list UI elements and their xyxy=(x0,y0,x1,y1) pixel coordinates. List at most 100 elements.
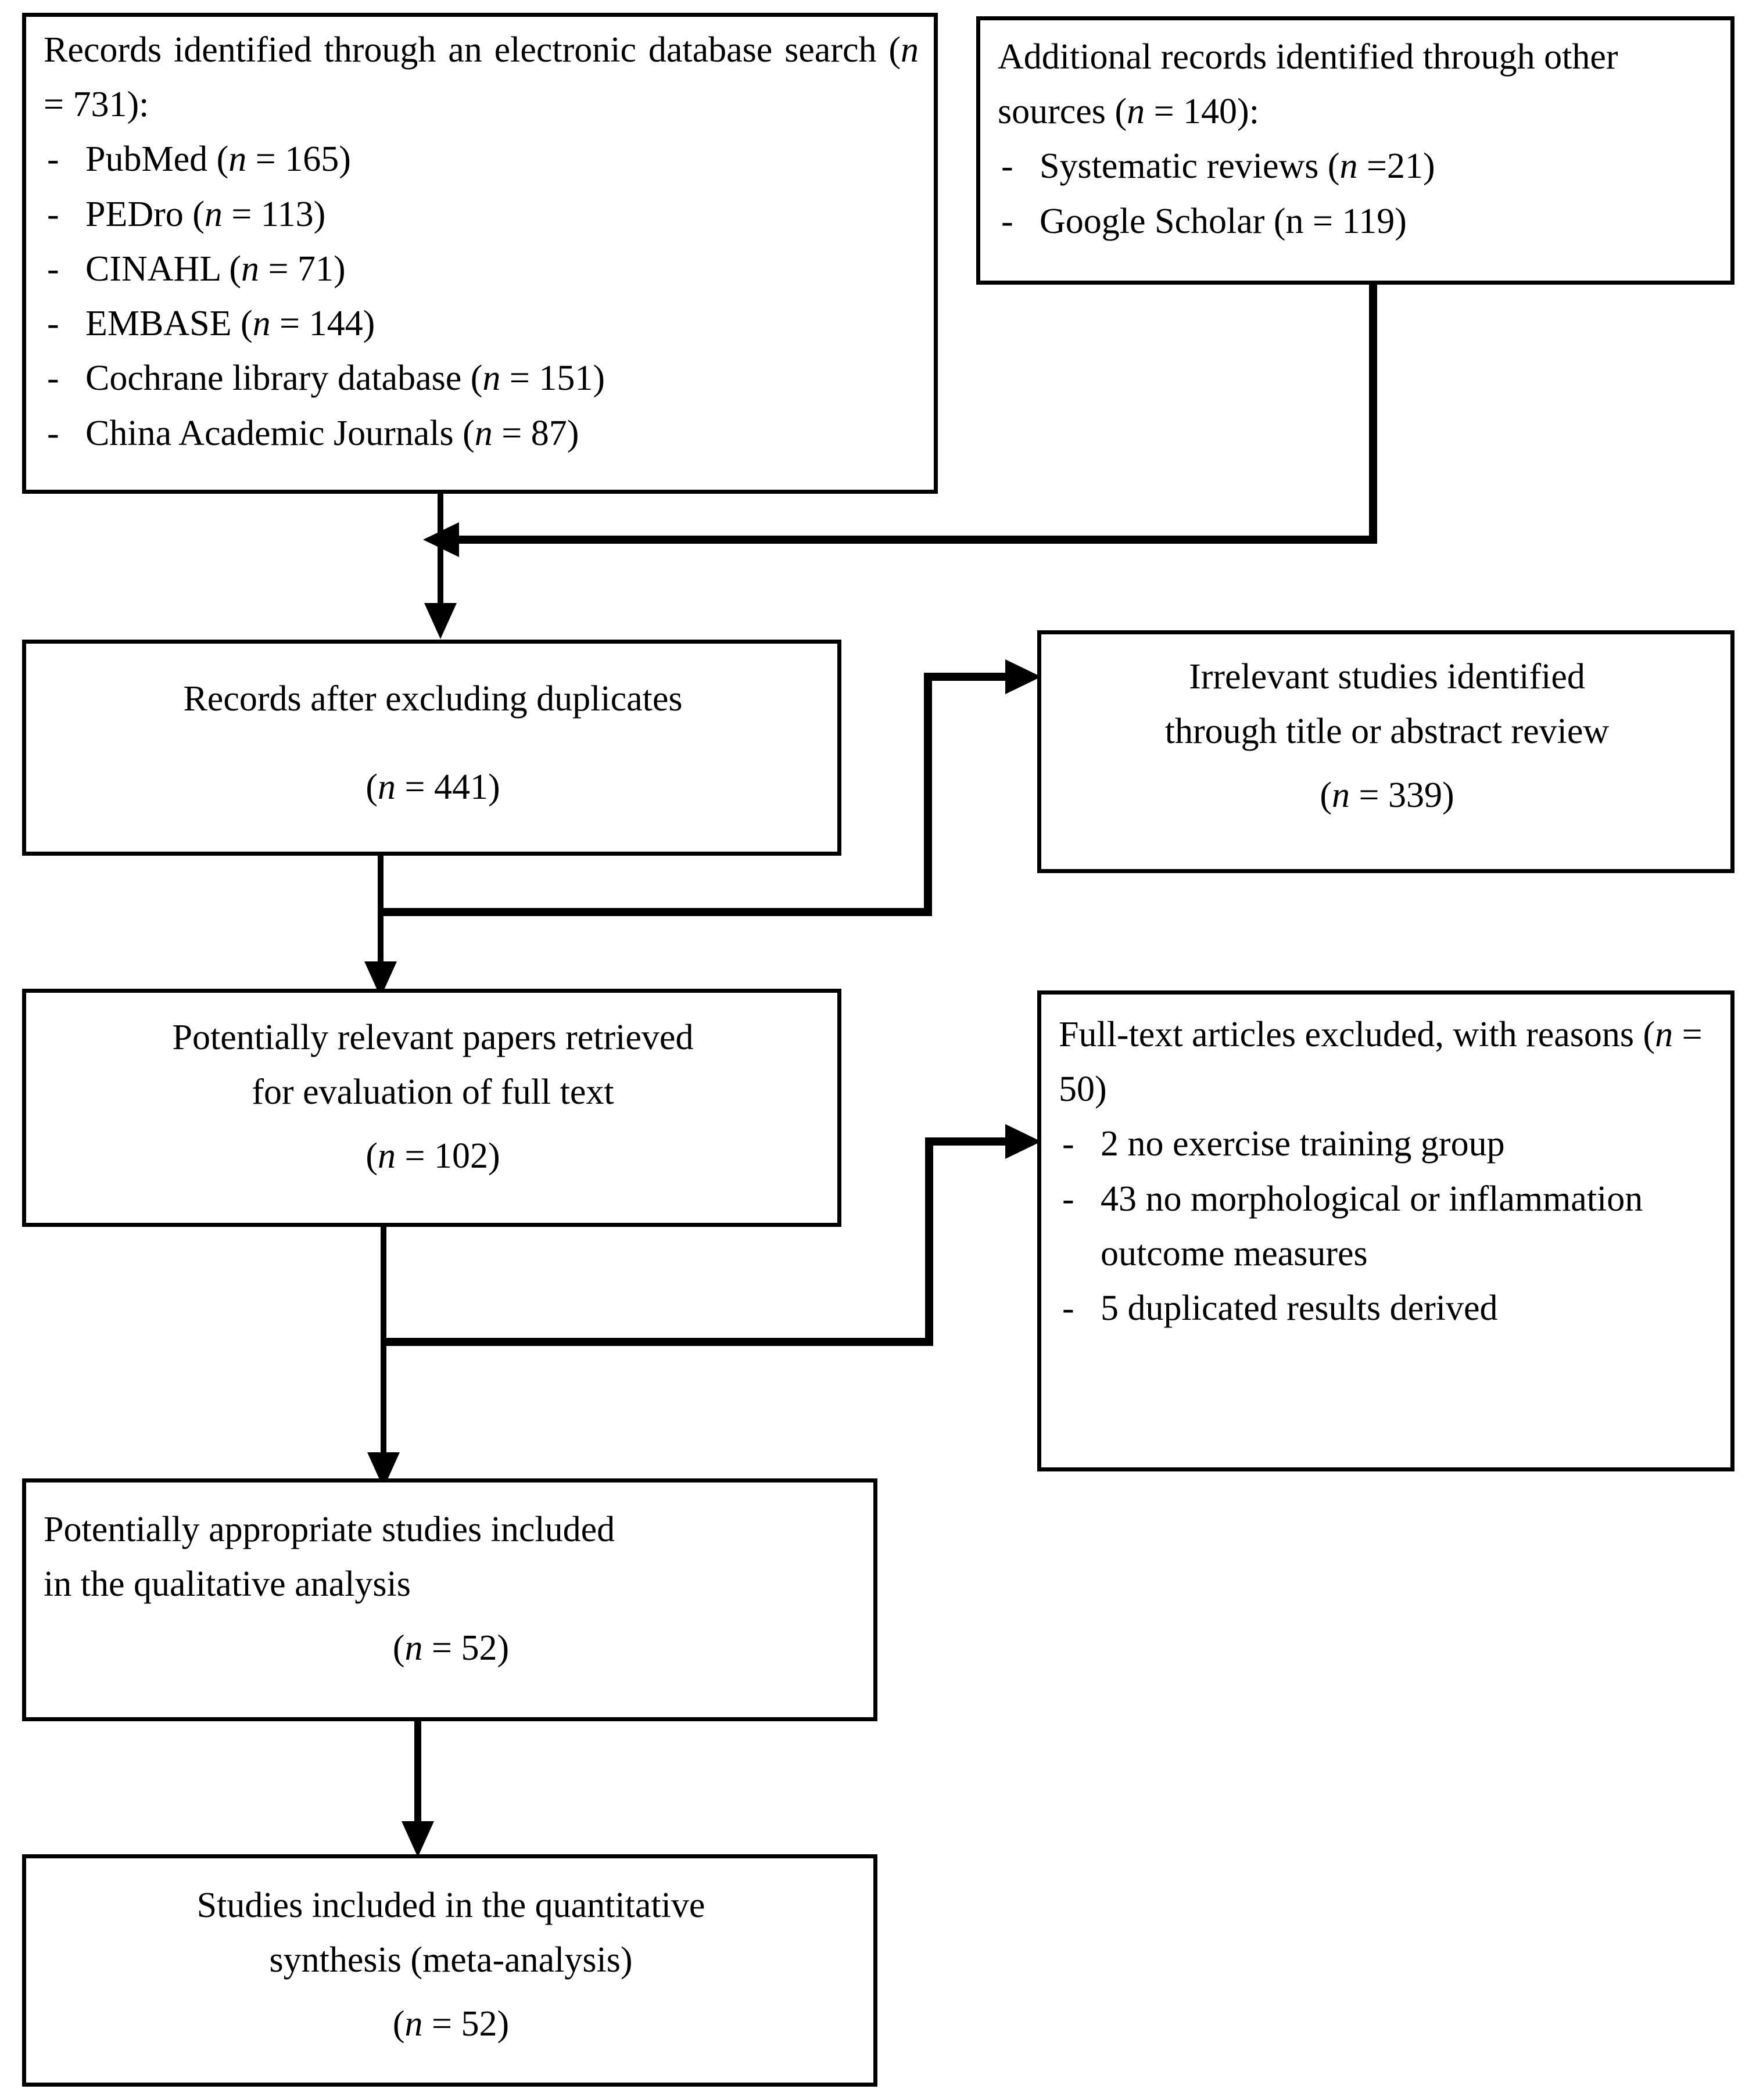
list-item-text: 2 no exercise training group xyxy=(1101,1124,1505,1164)
irrelevant-line2: through title or abstract review xyxy=(1164,712,1610,752)
list-item: -PubMed (n = 165) xyxy=(44,132,919,186)
bullet-dash-icon: - xyxy=(1001,146,1013,186)
box-full-text-excluded: Full-text articles excluded, with reason… xyxy=(1037,990,1735,1471)
list-item-pre: Google Scholar (n = 119) xyxy=(1040,201,1407,241)
arrow-right-to-excluded xyxy=(1005,1124,1041,1159)
excluded-lead-n: n xyxy=(1655,1015,1673,1054)
list-item: -Cochrane library database (n = 151) xyxy=(44,351,919,405)
bullet-dash-icon: - xyxy=(47,304,59,344)
list-item-post: = 165) xyxy=(246,139,351,180)
excluded-lead-post: = 50) xyxy=(1059,1015,1703,1110)
connector-irrelevant-horizontal-upper xyxy=(924,673,1026,681)
quantitative-count-post: = 52) xyxy=(422,2004,510,2044)
irrelevant-count-post: = 339) xyxy=(1350,776,1454,816)
full-text-retrieved-line1: Potentially relevant papers retrieved xyxy=(172,1018,694,1057)
list-item-n: n xyxy=(241,249,260,289)
list-item-post: = 144) xyxy=(270,304,375,344)
connector-electronic-search-stem xyxy=(438,494,443,606)
electronic-search-list: -PubMed (n = 165) -PEDro (n = 113) -CINA… xyxy=(44,132,919,460)
electronic-search-lead-post: = 731): xyxy=(44,85,149,125)
other-sources-lead-n: n xyxy=(1127,92,1145,132)
quantitative-line1: Studies included in the quantitative xyxy=(196,1886,705,1925)
full-text-retrieved-line2: for evaluation of full text xyxy=(252,1072,614,1112)
quantitative-line2: synthesis (meta-analysis) xyxy=(269,1940,633,1980)
list-item: -China Academic Journals (n = 87) xyxy=(44,406,919,461)
after-duplicates-count-pre: ( xyxy=(365,767,378,807)
bullet-dash-icon: - xyxy=(47,358,59,399)
list-item-pre: CINAHL ( xyxy=(85,249,242,289)
list-item-n: n xyxy=(228,139,247,180)
list-item-pre: PubMed ( xyxy=(85,139,229,180)
bullet-dash-icon: - xyxy=(1062,1124,1074,1164)
arrow-down-to-after-duplicates xyxy=(424,603,457,639)
qualitative-count-pre: ( xyxy=(392,1628,405,1668)
after-duplicates-line1: Records after excluding duplicates xyxy=(183,679,683,719)
box-quantitative-content: Studies included in the quantitative syn… xyxy=(26,1858,873,2058)
other-sources-lead: Additional records identified through ot… xyxy=(998,30,1715,139)
list-item-post: = 113) xyxy=(222,194,326,234)
connector-excluded-vertical xyxy=(925,1137,933,1346)
list-item-n: n xyxy=(474,413,493,453)
bullet-dash-icon: - xyxy=(47,413,59,453)
list-item-n: n xyxy=(482,358,501,399)
list-item: -CINAHL (n = 71) xyxy=(44,242,919,296)
connector-other-sources-horizontal xyxy=(459,536,1377,544)
bullet-dash-icon: - xyxy=(1001,201,1013,241)
list-item-post: = 87) xyxy=(492,413,579,453)
list-item-n: n xyxy=(252,304,271,344)
quantitative-count-pre: ( xyxy=(392,2004,405,2044)
box-records-other-sources: Additional records identified through ot… xyxy=(976,16,1735,285)
irrelevant-count: (n = 339) xyxy=(1059,768,1715,823)
full-text-retrieved-count-n: n xyxy=(378,1136,396,1176)
after-duplicates-count-post: = 441) xyxy=(396,767,500,807)
list-item-post: =21) xyxy=(1357,146,1435,186)
electronic-search-lead: Records identified through an electronic… xyxy=(44,23,919,132)
quantitative-count-n: n xyxy=(404,2004,423,2044)
list-item-post: = 151) xyxy=(500,358,605,399)
arrow-right-to-irrelevant xyxy=(1005,659,1041,694)
box-irrelevant-content: Irrelevant studies identified through ti… xyxy=(1041,634,1730,829)
quantitative-count: (n = 52) xyxy=(44,1997,858,2051)
qualitative-count-post: = 52) xyxy=(422,1628,510,1668)
electronic-search-lead-pre: Records identified through an electronic… xyxy=(44,30,901,70)
box-electronic-search-content: Records identified through an electronic… xyxy=(26,17,934,466)
box-full-text-retrieved: Potentially relevant papers retrieved fo… xyxy=(22,989,841,1227)
bullet-dash-icon: - xyxy=(1062,1288,1074,1329)
list-item: -Google Scholar (n = 119) xyxy=(998,194,1715,249)
irrelevant-count-pre: ( xyxy=(1320,776,1332,816)
bullet-dash-icon: - xyxy=(1062,1179,1074,1219)
list-item-text: 43 no morphological or inflammation outc… xyxy=(1101,1179,1643,1273)
box-irrelevant-studies: Irrelevant studies identified through ti… xyxy=(1037,630,1735,873)
list-item-n: n xyxy=(204,194,223,234)
box-records-electronic-search: Records identified through an electronic… xyxy=(22,13,938,494)
list-item-text: 5 duplicated results derived xyxy=(1101,1288,1498,1329)
other-sources-lead-post: = 140): xyxy=(1145,92,1259,132)
excluded-lead: Full-text articles excluded, with reason… xyxy=(1059,1007,1715,1117)
other-sources-lead-pre: Additional records identified through ot… xyxy=(998,37,1618,132)
box-quantitative-synthesis: Studies included in the quantitative syn… xyxy=(22,1854,877,2087)
qualitative-line1: Potentially appropriate studies included xyxy=(44,1510,615,1549)
box-qualitative-analysis: Potentially appropriate studies included… xyxy=(22,1478,877,1721)
excluded-lead-pre: Full-text articles excluded, with reason… xyxy=(1059,1015,1655,1054)
connector-excluded-horizontal-lower xyxy=(381,1338,931,1346)
list-item-pre: EMBASE ( xyxy=(85,304,253,344)
electronic-search-lead-n: n xyxy=(901,30,919,70)
bullet-dash-icon: - xyxy=(47,139,59,180)
connector-excluded-horizontal-upper xyxy=(925,1137,1026,1146)
list-item: -2 no exercise training group xyxy=(1059,1117,1715,1171)
bullet-dash-icon: - xyxy=(47,249,59,289)
list-item: -Systematic reviews (n =21) xyxy=(998,139,1715,193)
arrow-down-to-quantitative xyxy=(402,1821,434,1857)
excluded-reasons-list: -2 no exercise training group -43 no mor… xyxy=(1059,1117,1715,1336)
connector-other-sources-vertical xyxy=(1369,285,1377,543)
box-other-sources-content: Additional records identified through ot… xyxy=(980,20,1730,254)
list-item: -EMBASE (n = 144) xyxy=(44,296,919,351)
irrelevant-count-n: n xyxy=(1332,776,1350,816)
after-duplicates-count-n: n xyxy=(378,767,396,807)
list-item-pre: China Academic Journals ( xyxy=(85,413,475,453)
qualitative-count: (n = 52) xyxy=(44,1621,858,1675)
list-item-n: n xyxy=(1339,146,1358,186)
other-sources-list: -Systematic reviews (n =21) -Google Scho… xyxy=(998,139,1715,248)
connector-irrelevant-horizontal-lower xyxy=(378,908,930,916)
